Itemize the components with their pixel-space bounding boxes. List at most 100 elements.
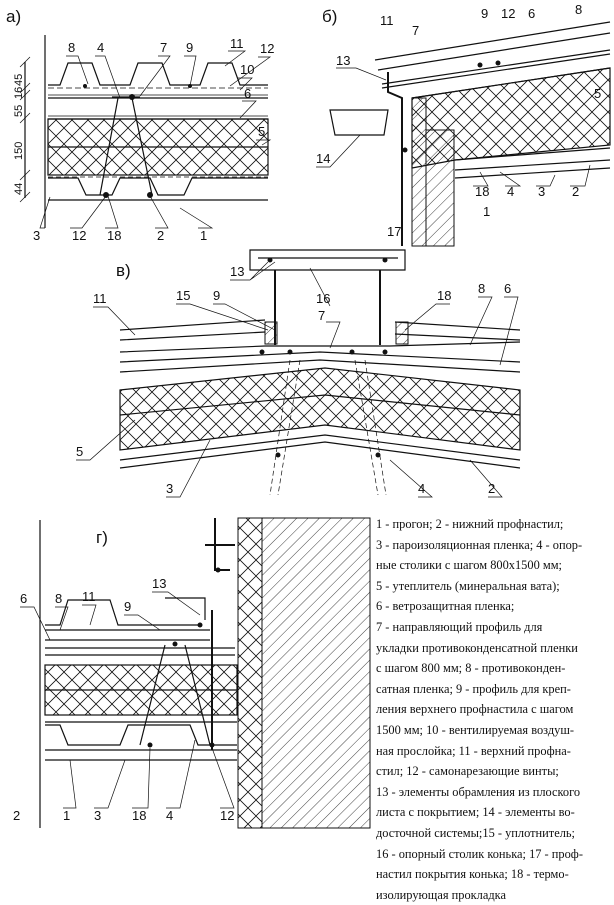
- dimension-16: 16: [13, 87, 25, 99]
- callout: 8: [55, 591, 62, 606]
- callout: 12: [72, 228, 86, 243]
- callout: 5: [76, 444, 83, 459]
- callout: 12: [260, 41, 274, 56]
- detail-a-title: а): [6, 7, 21, 26]
- callout: 5: [594, 86, 601, 101]
- callout: 5: [258, 124, 265, 139]
- callout: 12: [501, 6, 515, 21]
- legend-line: 3 - пароизоляционная пленка; 4 - опор-: [376, 537, 583, 552]
- legend-line: 5 - утеплитель (минеральная вата);: [376, 578, 560, 593]
- callouts-b: 11 7 9 12 6 8 13 5 14 18 4 3 2 1: [316, 2, 601, 219]
- callout: 7: [318, 308, 325, 323]
- callout: 13: [336, 53, 350, 68]
- legend-line: сатная пленка; 9 - профиль для креп-: [376, 681, 571, 696]
- callout: 14: [316, 151, 330, 166]
- legend-line: листа с покрытием; 14 - элементы во-: [376, 805, 575, 820]
- legend-line: настил покрытия конька; 18 - термо-: [376, 867, 569, 882]
- callout: 2: [157, 228, 164, 243]
- lower-profiled-sheet: [48, 177, 268, 196]
- legend-line: укладки противоконденсатной пленки: [376, 640, 578, 655]
- detail-g-title: г): [96, 528, 108, 547]
- legend-line: 13 - элементы обрамления из плоского: [376, 784, 581, 799]
- callout: 9: [213, 288, 220, 303]
- callout: 3: [538, 184, 545, 199]
- detail-v-title: в): [116, 261, 131, 280]
- brick-wall: [261, 517, 371, 829]
- legend-line: стил; 12 - самонарезающие винты;: [376, 764, 559, 779]
- support-stand: [99, 96, 153, 196]
- callout: 4: [418, 481, 425, 496]
- callout: 9: [481, 6, 488, 21]
- callout: 11: [230, 36, 244, 51]
- sealant: [395, 321, 409, 345]
- callout: 9: [186, 40, 193, 55]
- callout: 2: [572, 184, 579, 199]
- legend: 1 - прогон; 2 - нижний профнастил; 3 - п…: [376, 514, 614, 905]
- callout: 2: [488, 481, 495, 496]
- gutter: [329, 109, 389, 136]
- legend-line: с шагом 800 мм; 8 - противоконден-: [376, 661, 566, 676]
- dimension-44: 44: [13, 183, 25, 195]
- callout: 11: [380, 13, 394, 28]
- legend-line: 16 - опорный столик конька; 17 - проф-: [376, 846, 583, 861]
- dimension-55: 55: [13, 105, 25, 117]
- legend-line: изолирующая прокладка: [376, 887, 506, 902]
- wall-insulation: [237, 517, 263, 829]
- legend-line: ная прослойка; 11 - верхний профна-: [376, 743, 571, 758]
- callout: 12: [220, 808, 234, 823]
- legend-line: 1500 мм; 10 - вентилируемая воздуш-: [376, 722, 574, 737]
- callout: 1: [63, 808, 70, 823]
- callout: 6: [244, 86, 251, 101]
- callout: 13: [152, 576, 166, 591]
- dimension-45: 45: [13, 74, 25, 86]
- sealant: [264, 321, 278, 345]
- legend-line: 6 - ветрозащитная пленка;: [376, 599, 515, 614]
- dimension-150: 150: [13, 142, 25, 160]
- roof-details-drawing: а) 45 16 55 150 44 8 4 7: [6, 2, 611, 829]
- callout: 7: [160, 40, 167, 55]
- callouts-a: 8 4 7 9 11 12 10 6 5 3 12 18 2 1: [33, 36, 274, 243]
- callout: 18: [475, 184, 489, 199]
- callout: 11: [93, 291, 107, 306]
- callout: 2: [13, 808, 20, 823]
- callout: 6: [20, 591, 27, 606]
- legend-line: ные столики с шагом 800x1500 мм;: [376, 558, 562, 573]
- legend-line: досточной системы;15 - уплотнитель;: [376, 825, 575, 840]
- legend-line: 7 - направляющий профиль для: [376, 619, 543, 634]
- callout: 16: [316, 291, 330, 306]
- callout: 6: [528, 6, 535, 21]
- callout: 4: [166, 808, 173, 823]
- callout: 8: [478, 281, 485, 296]
- callout: 18: [107, 228, 121, 243]
- callouts-g: 13 6 8 11 9 2 1 3 18 4 12: [13, 576, 235, 823]
- legend-line: 1 - прогон; 2 - нижний профнастил;: [376, 517, 564, 531]
- detail-v: в) 17 13 16 15 9 18 8 6 11 7 5 3 4 2: [76, 224, 521, 498]
- legend-line: ления верхнего профнастила с шагом: [376, 702, 574, 717]
- callout: 3: [166, 481, 173, 496]
- insulation: [119, 367, 521, 451]
- detail-b-title: б): [322, 7, 337, 26]
- callout: 9: [124, 599, 131, 614]
- callout: 1: [200, 228, 207, 243]
- callout: 18: [437, 288, 451, 303]
- callout: 4: [507, 184, 514, 199]
- detail-g: г) 13 6 8 11 9 2 1 3 18 4 12: [13, 517, 371, 829]
- purlin-block: [425, 129, 455, 247]
- callouts-v: 17 13 16 15 9 18 8 6 11 7 5 3 4 2: [76, 224, 519, 498]
- detail-a: а) 45 16 55 150 44 8 4 7: [6, 7, 274, 243]
- callout: 3: [33, 228, 40, 243]
- callout: 4: [97, 40, 104, 55]
- callout: 17: [387, 224, 401, 239]
- callout: 13: [230, 264, 244, 279]
- callout: 7: [412, 23, 419, 38]
- detail-b: б) 11 7 9 12 6 8 13 5 14 18 4 3 2 1: [316, 2, 611, 247]
- callout: 8: [68, 40, 75, 55]
- callout: 3: [94, 808, 101, 823]
- upper-profiled-sheet: [48, 62, 268, 86]
- callout: 6: [504, 281, 511, 296]
- callout: 10: [240, 62, 254, 77]
- callout: 18: [132, 808, 146, 823]
- wall: [411, 97, 427, 247]
- callout: 8: [575, 2, 582, 17]
- callout: 15: [176, 288, 190, 303]
